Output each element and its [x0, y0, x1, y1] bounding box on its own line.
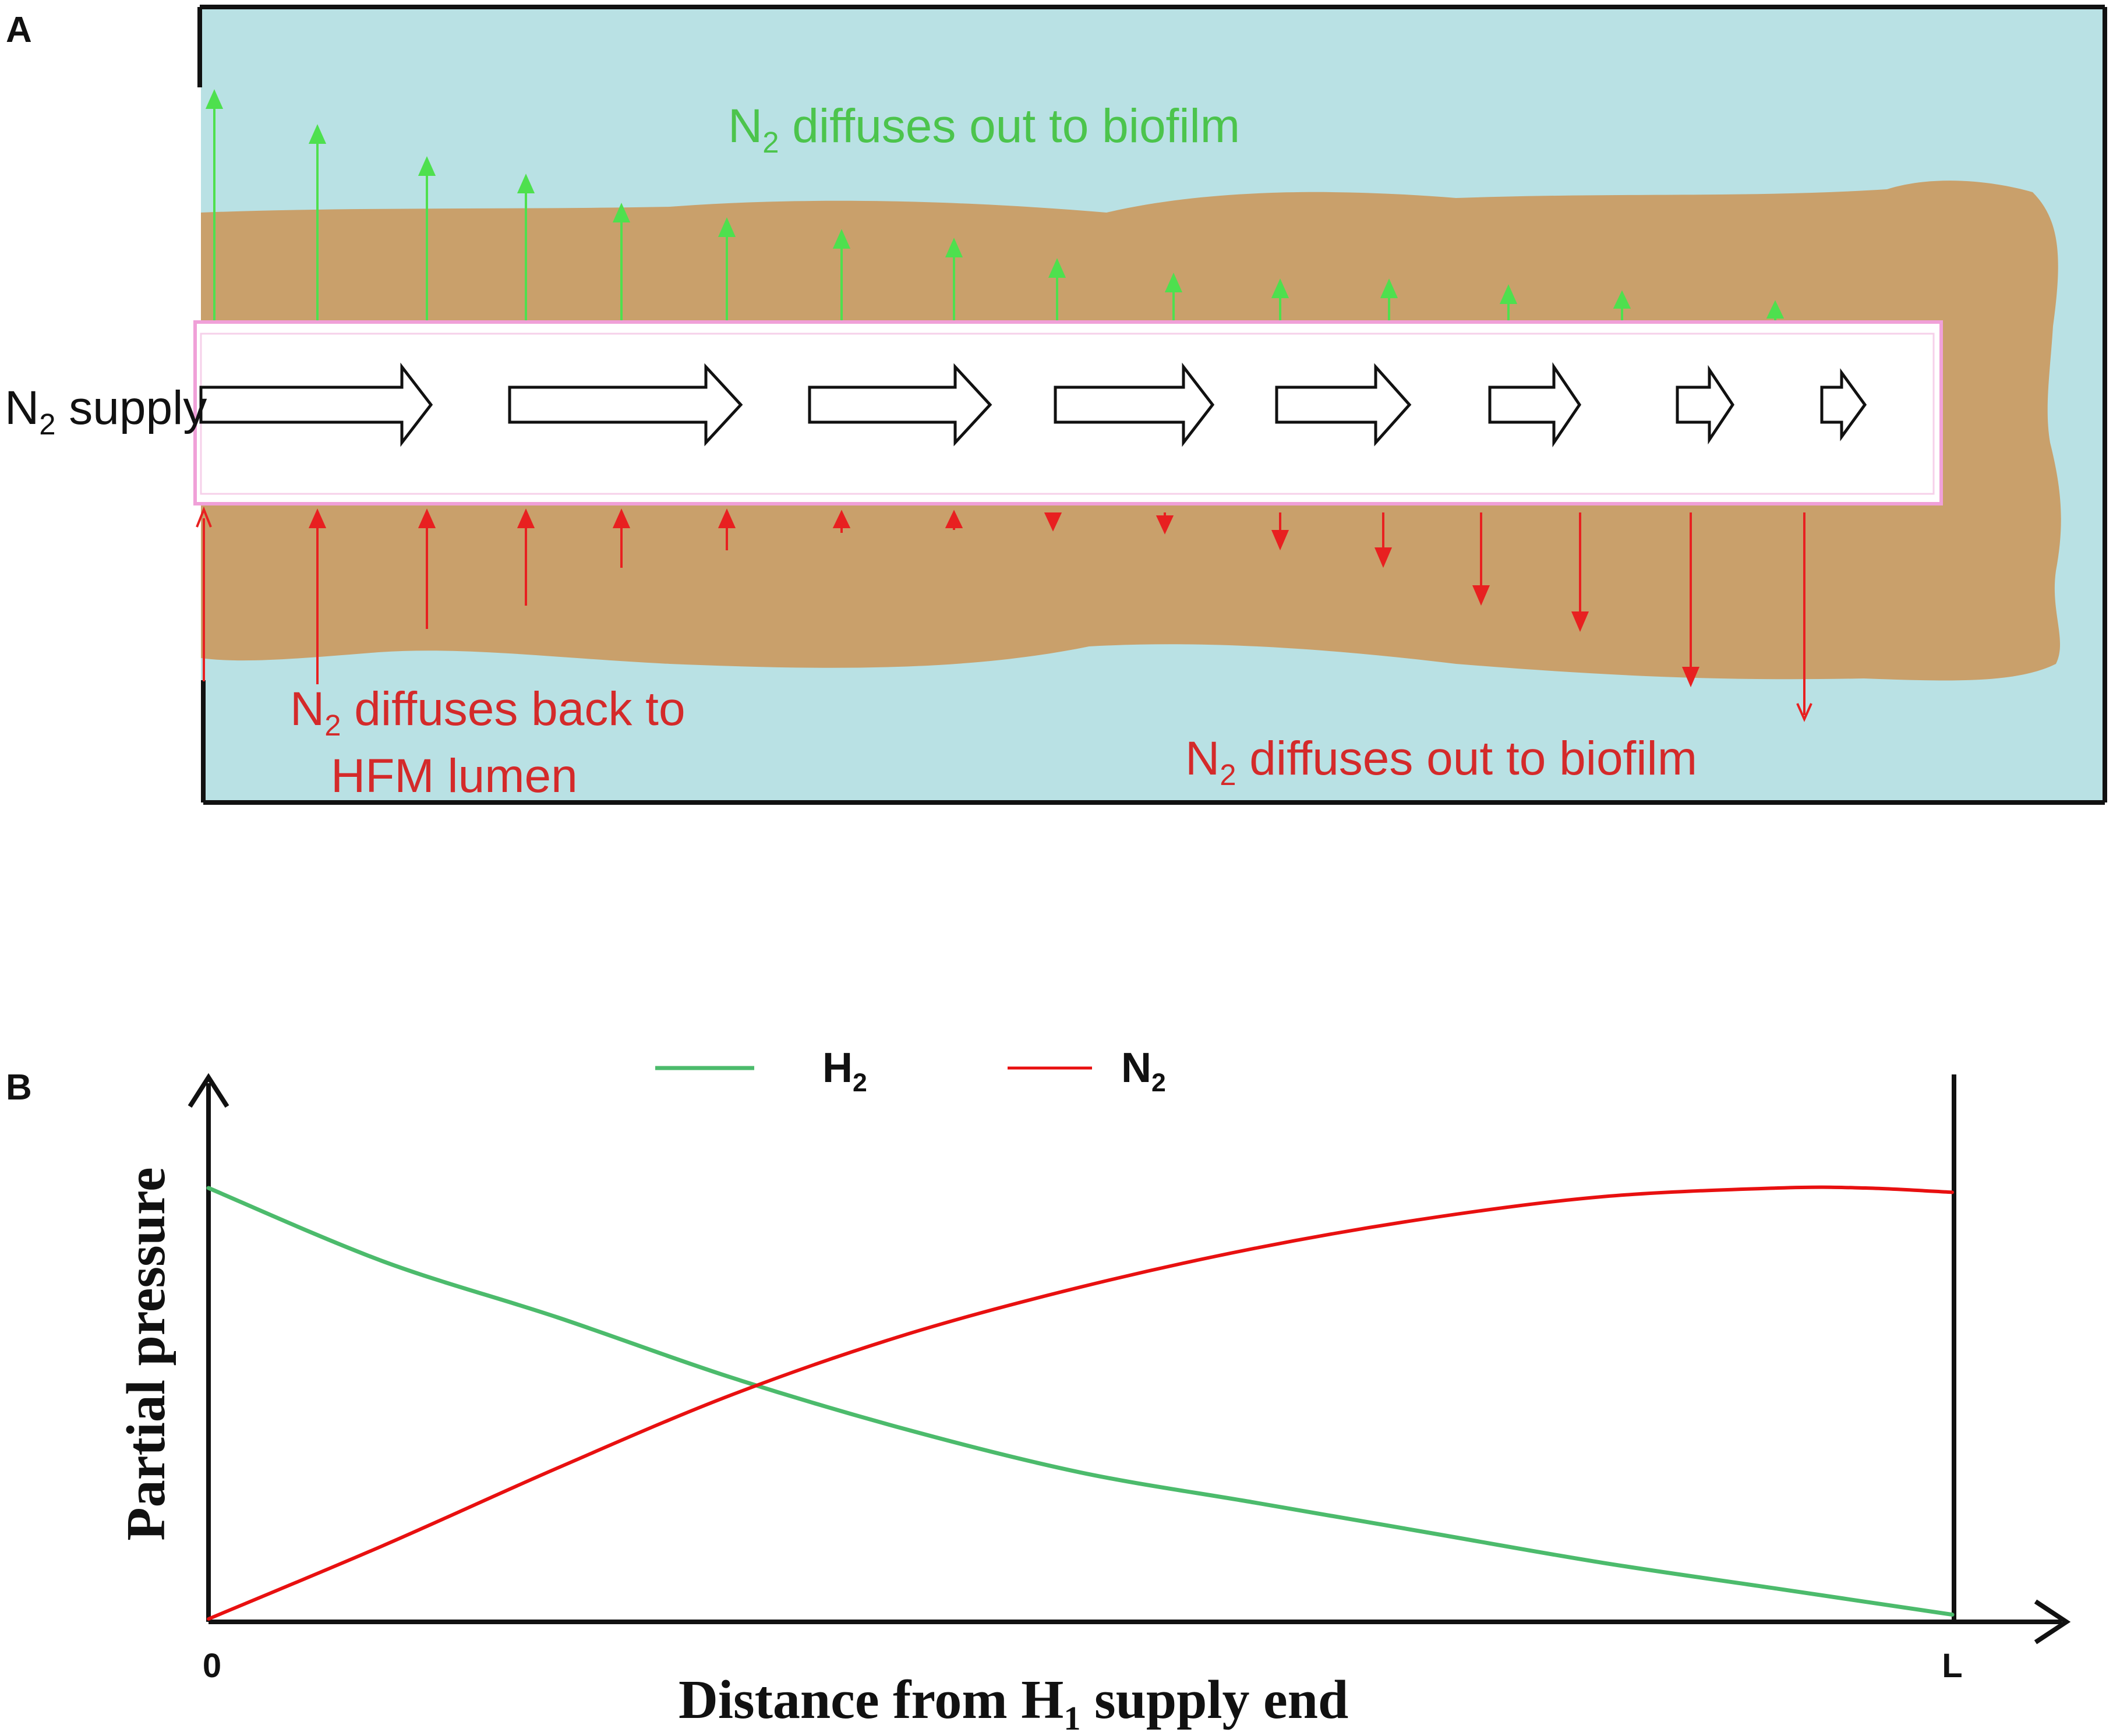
- top-diffusion-label: N2 diffuses out to biofilm: [728, 100, 1240, 159]
- panel-a-diagram: N2 supply N2 diffuses out to biofilm N2 …: [5, 5, 2107, 805]
- green-arrows: [205, 89, 1785, 320]
- series-layer: [206, 1185, 1955, 1621]
- flow-arrow: [1488, 362, 1582, 448]
- x-tick-l: L: [1942, 1647, 1962, 1685]
- series-line-n2: [207, 1185, 1954, 1621]
- flow-arrow: [1054, 362, 1215, 447]
- bottom-diffusion-label: N2 diffuses out to biofilm: [1185, 732, 1697, 791]
- panel-a-label: A: [6, 10, 32, 50]
- red-arrows: [196, 506, 1812, 722]
- panel-a-frame: [197, 5, 2107, 805]
- flow-arrow: [808, 363, 992, 447]
- back-diffusion-label: N2 diffuses back to: [290, 683, 686, 742]
- flow-arrow: [199, 362, 433, 447]
- x-axis-arrowhead: [2034, 1599, 2071, 1645]
- x-tick-0: 0: [203, 1647, 221, 1685]
- flow-arrows: [199, 362, 1867, 448]
- n2-supply-label: N2 supply: [5, 381, 207, 441]
- y-axis-arrowhead: [188, 1073, 229, 1108]
- legend-h2-label: H2: [822, 1045, 867, 1097]
- back-diffusion-label-line2: HFM lumen: [331, 749, 578, 802]
- panel-b-chart: H2 N2 Partial pressure Distance from H1 …: [116, 1045, 2071, 1736]
- axes: [188, 1073, 2071, 1645]
- y-axis-title: Partial pressure: [116, 1167, 176, 1540]
- flow-arrow: [1676, 365, 1735, 445]
- flow-arrow: [1820, 368, 1867, 441]
- legend-n2-label: N2: [1121, 1045, 1166, 1097]
- legend: H2 N2: [655, 1045, 1166, 1097]
- flow-arrow: [1275, 363, 1412, 447]
- x-axis-title: Distance from H1 supply end: [679, 1670, 1348, 1736]
- panel-b-label: B: [6, 1067, 32, 1108]
- series-line-h2: [206, 1186, 1955, 1617]
- flow-arrow: [508, 363, 743, 447]
